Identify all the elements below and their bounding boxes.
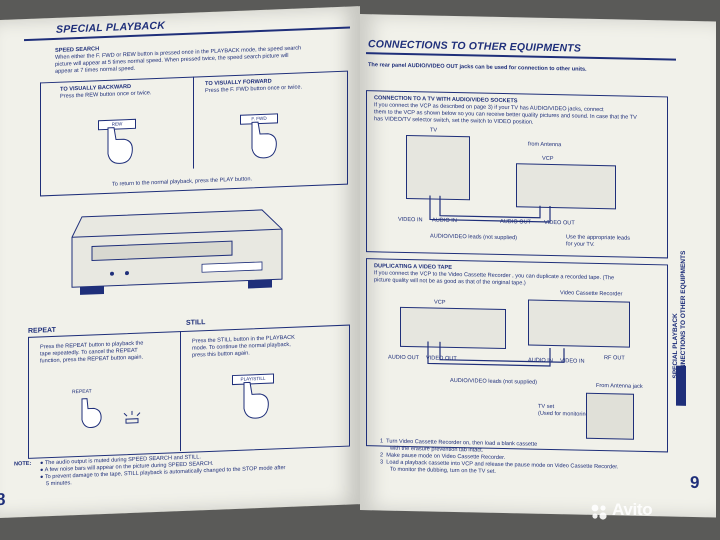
page-number-9: 9: [690, 472, 700, 493]
step-number: 1: [380, 438, 384, 445]
avito-watermark: Avito: [612, 500, 653, 519]
divider: [40, 82, 41, 173]
right-title-bar: CONNECTIONS TO OTHER EQUIPMENTS: [366, 38, 676, 61]
note-label: NOTE:: [14, 460, 32, 468]
hand-pointer-icon: [251, 121, 277, 159]
hand-pointer-icon: [81, 398, 102, 429]
note-3-cont: 5 minutes.: [46, 480, 72, 488]
from-antenna-label: from Antenna: [528, 141, 562, 149]
avito-logo-icon: [591, 504, 607, 520]
repeat-heading: REPEAT: [28, 326, 56, 335]
dup-video-in-label: VIDEO IN: [560, 358, 585, 365]
dup-audio-out-label: AUDIO OUT: [388, 354, 420, 362]
right-intro: The rear panel AUDIO/VIDEO OUT jacks can…: [368, 62, 587, 73]
tv-rear-illustration: [406, 134, 470, 201]
repeat-button-label: REPEAT: [72, 388, 92, 396]
dup-cable-drawing: [427, 341, 565, 367]
audio-out-label: AUDIO OUT: [500, 218, 532, 226]
for-tv-label: for your TV.: [566, 241, 595, 248]
hand-pointer-icon: [243, 381, 269, 419]
rf-out-label: RF OUT: [604, 355, 625, 362]
left-title-bar: SPECIAL PLAYBACK: [24, 12, 350, 42]
step-number: 2: [380, 452, 384, 459]
page-number-8: 8: [0, 489, 6, 510]
dup-audio-in-label: AUDIO IN: [528, 357, 553, 365]
from-antenna-jack-label: From Antenna jack: [596, 382, 643, 390]
audio-in-label: AUDIO IN: [432, 217, 457, 225]
av-cable-drawing: [429, 195, 551, 223]
panel-divider: [180, 331, 181, 452]
monitor-tv-illustration: [586, 392, 634, 440]
step-number: 3: [380, 459, 384, 466]
video-in-label: VIDEO IN: [398, 216, 423, 224]
tv-label: TV: [430, 127, 438, 134]
tv-set-label: TV set: [538, 403, 555, 411]
vcp-dup-label: VCP: [434, 299, 446, 306]
video-out-label: VIDEO OUT: [544, 219, 575, 227]
panel-divider: [193, 76, 194, 169]
dup-video-out-label: VIDEO OUT: [426, 355, 457, 363]
repeat-indicator-icon: [123, 410, 141, 424]
vcr-dup-illustration: [528, 299, 630, 348]
vcp-label: VCP: [542, 155, 554, 163]
vcr-illustration: [71, 209, 283, 295]
left-page: SPECIAL PLAYBACK SPEED SEARCH When eithe…: [0, 6, 360, 518]
used-for-monitoring-label: (Used for monitoring): [538, 410, 591, 418]
side-tab-text-1: SPECIAL PLAYBACK: [672, 313, 679, 379]
right-page: CONNECTIONS TO OTHER EQUIPMENTS The rear…: [360, 14, 716, 518]
still-heading: STILL: [186, 319, 206, 327]
right-page-title: CONNECTIONS TO OTHER EQUIPMENTS: [368, 38, 582, 55]
side-tab-text-2: CONNECTIONS TO OTHER EQUIPMENTS: [680, 250, 687, 379]
step-3-line-2: To monitor the dubbing, turn on the TV s…: [390, 466, 496, 475]
vcr-label: Video Cassette Recorder: [560, 290, 623, 298]
left-page-title: SPECIAL PLAYBACK: [56, 19, 165, 36]
hand-pointer-icon: [107, 127, 133, 164]
